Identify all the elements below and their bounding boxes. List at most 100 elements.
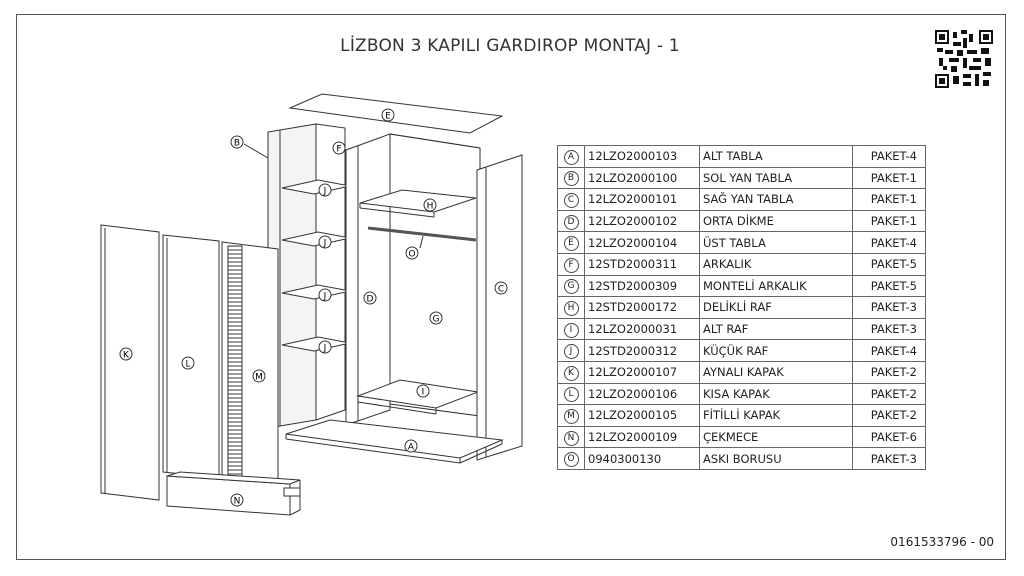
part-letter-cell: N: [557, 425, 585, 449]
label-j: J: [318, 235, 332, 249]
part-letter: G: [563, 279, 579, 295]
short-door-l: [162, 234, 220, 479]
part-code: 12LZO2000105: [584, 404, 700, 427]
part-letter-cell: L: [557, 382, 585, 406]
part-letter: I: [563, 322, 579, 338]
part-package: PAKET-4: [852, 145, 926, 168]
label-l: L: [181, 356, 195, 370]
part-code: 12LZO2000109: [584, 425, 700, 449]
part-code: 12STD2000172: [584, 296, 700, 319]
part-code: 12STD2000309: [584, 274, 700, 298]
label-h: H: [423, 198, 437, 212]
part-name: SOL YAN TABLA: [699, 166, 853, 190]
part-letter-cell: B: [557, 166, 585, 190]
part-name: ORTA DİKME: [699, 209, 853, 233]
part-code: 12LZO2000107: [584, 360, 700, 384]
part-package: PAKET-4: [852, 339, 926, 362]
part-package: PAKET-3: [852, 296, 926, 319]
part-code: 12LZO2000103: [584, 145, 700, 168]
svg-text:C: C: [498, 285, 504, 295]
part-name: FİTİLLİ KAPAK: [699, 404, 853, 427]
label-d: D: [363, 291, 377, 305]
part-code: 12LZO2000101: [584, 188, 700, 211]
part-package: PAKET-3: [852, 317, 926, 341]
part-letter: B: [563, 171, 579, 187]
label-i: I: [416, 384, 430, 398]
part-letter-cell: F: [557, 252, 585, 276]
svg-text:J: J: [323, 239, 327, 249]
document-code: 0161533796 - 00: [890, 535, 994, 549]
part-letter-cell: G: [557, 274, 585, 298]
part-letter: J: [563, 344, 579, 360]
part-code: 12STD2000312: [584, 339, 700, 362]
label-j: J: [318, 340, 332, 354]
part-letter-cell: I: [557, 317, 585, 341]
label-o: O: [405, 246, 419, 260]
part-name: ARKALIK: [699, 252, 853, 276]
part-letter: L: [563, 387, 579, 403]
part-package: PAKET-1: [852, 166, 926, 190]
part-name: KÜÇÜK RAF: [699, 339, 853, 362]
svg-text:J: J: [323, 187, 327, 197]
part-letter: K: [563, 365, 579, 381]
part-name: AYNALI KAPAK: [699, 360, 853, 384]
label-j: J: [318, 183, 332, 197]
part-name: ÜST TABLA: [699, 231, 853, 254]
label-k: K: [119, 347, 133, 361]
svg-text:A: A: [408, 443, 415, 453]
part-letter: N: [563, 430, 579, 446]
svg-text:O: O: [408, 250, 415, 260]
bottom-panel-a: [285, 419, 504, 459]
part-letter: A: [563, 149, 579, 165]
svg-text:E: E: [385, 112, 391, 122]
label-g: G: [429, 311, 443, 325]
part-code: 0940300130: [584, 447, 700, 470]
part-letter: E: [563, 236, 579, 252]
svg-text:I: I: [422, 388, 425, 398]
fluted-strip: [227, 245, 243, 479]
svg-text:D: D: [367, 295, 374, 305]
part-letter: M: [563, 408, 579, 424]
part-letter-cell: M: [557, 404, 585, 427]
part-package: PAKET-1: [852, 188, 926, 211]
label-f: F: [332, 141, 346, 155]
part-letter-cell: J: [557, 339, 585, 362]
part-letter: F: [563, 257, 579, 273]
label-m: M: [252, 369, 266, 383]
svg-text:B: B: [234, 139, 240, 149]
part-package: PAKET-4: [852, 231, 926, 254]
part-letter: D: [563, 214, 579, 230]
svg-text:H: H: [427, 202, 434, 212]
part-package: PAKET-2: [852, 382, 926, 406]
top-panel-e: [288, 93, 504, 134]
part-name: MONTELİ ARKALIK: [699, 274, 853, 298]
page-border: [16, 14, 1006, 560]
part-letter-cell: A: [557, 145, 585, 168]
perforated-shelf-h: [359, 189, 477, 213]
svg-text:J: J: [323, 344, 327, 354]
svg-text:L: L: [185, 360, 190, 370]
mounted-back-panel-g: [389, 133, 481, 417]
part-letter-cell: E: [557, 231, 585, 254]
part-name: ALT TABLA: [699, 145, 853, 168]
label-a: A: [404, 439, 418, 453]
part-letter-cell: D: [557, 209, 585, 233]
label-n: N: [230, 493, 244, 507]
part-letter-cell: O: [557, 447, 585, 470]
back-panel-f: [315, 123, 346, 421]
svg-text:K: K: [123, 351, 130, 361]
label-b: B: [230, 135, 244, 149]
part-code: 12LZO2000106: [584, 382, 700, 406]
svg-text:N: N: [234, 497, 241, 507]
